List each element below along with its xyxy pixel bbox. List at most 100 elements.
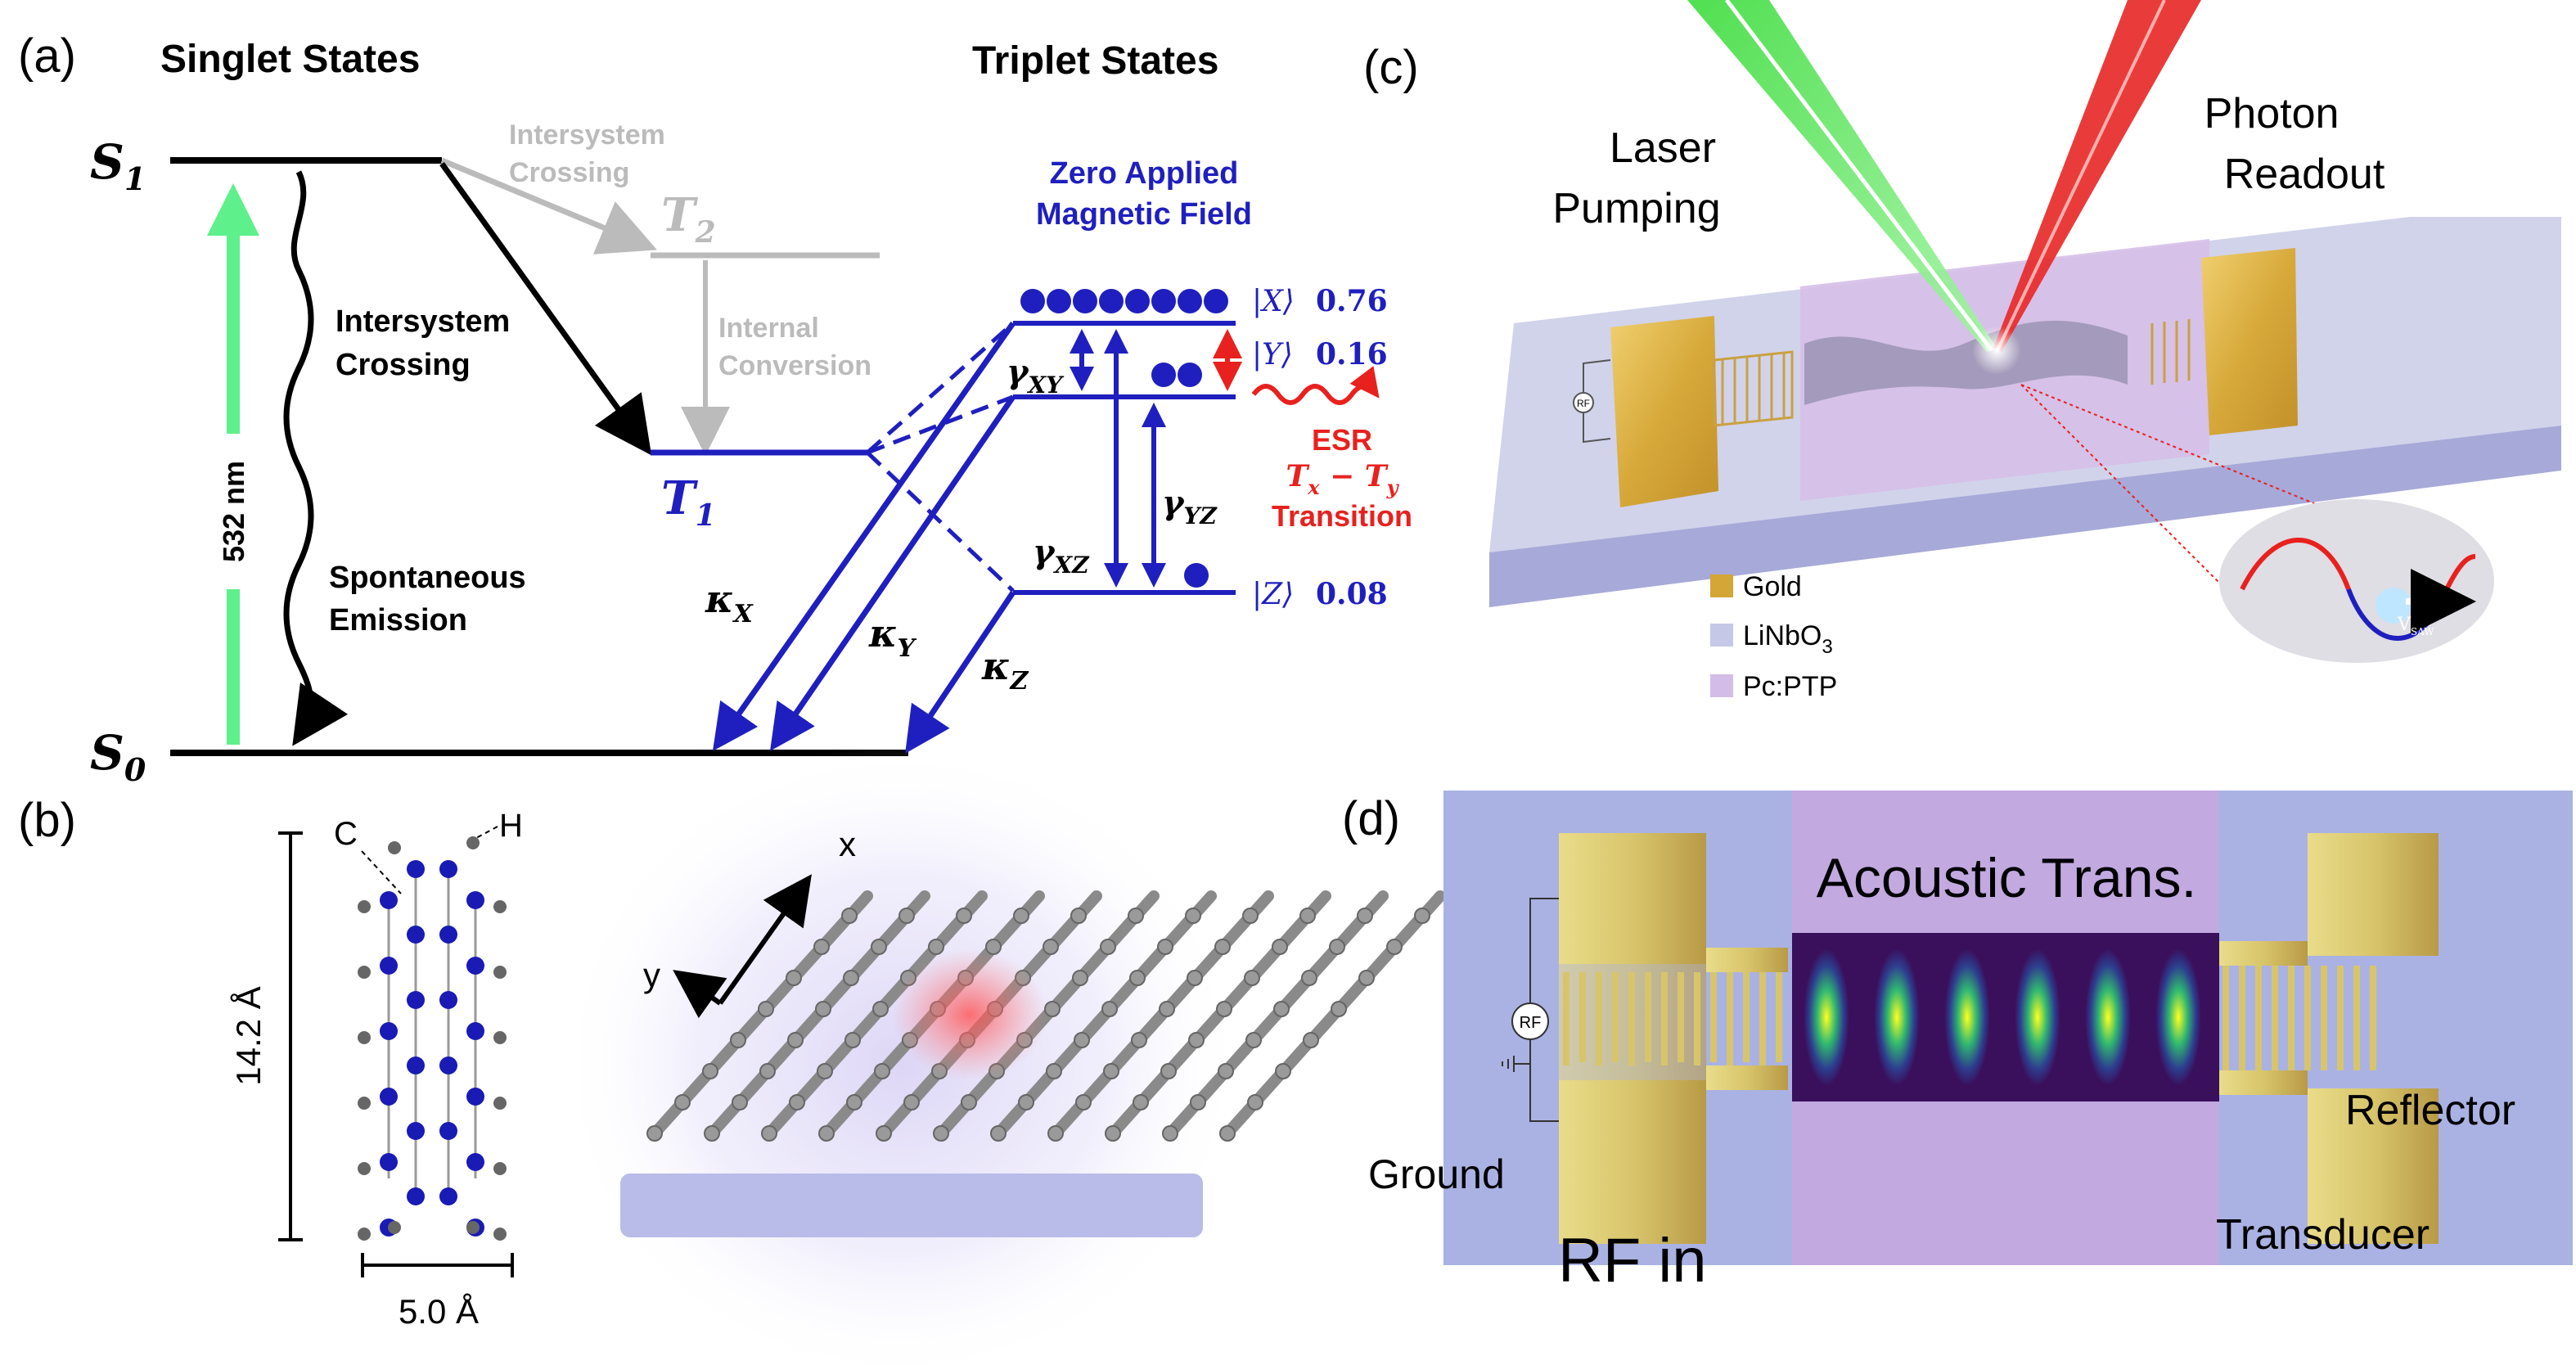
hydrogen-label: H xyxy=(499,808,523,844)
legend-label-pcptp: Pc:PTP xyxy=(1743,671,1837,702)
panel-d: (d) RF Acoustic Trans. Ground xyxy=(1342,791,2573,1295)
t2-label: T2 xyxy=(661,188,716,250)
substrate-front xyxy=(1489,426,2561,607)
vsaw-label: VSAW xyxy=(2397,615,2434,637)
panel-c: (c) RF xyxy=(1363,0,2561,702)
rf-source-label: RF xyxy=(1520,1014,1542,1032)
triplet-title: Triplet States xyxy=(972,39,1218,83)
t1-label: T1 xyxy=(661,471,716,533)
esr-wave-arrow xyxy=(1251,366,1380,405)
substrate-slab xyxy=(620,1174,1203,1237)
legend-swatch-gold xyxy=(1710,574,1733,597)
se-label-1: Spontaneous xyxy=(329,561,526,595)
legend-swatch-pcptp xyxy=(1710,674,1733,697)
wavelength-bg xyxy=(214,434,252,589)
right-bus-bottom xyxy=(2219,1070,2308,1095)
kappa-y-arrow xyxy=(770,395,1016,751)
x-axis-label: x xyxy=(839,825,856,863)
left-idt-lines xyxy=(1721,353,1786,424)
laser-label-2: Pumping xyxy=(1552,185,1720,232)
field-label-2: Magnetic Field xyxy=(1036,197,1252,232)
gamma-xy-label: γXY xyxy=(1007,353,1065,399)
right-idt-fingers xyxy=(2222,966,2376,1070)
right-bus-top xyxy=(2219,941,2308,966)
carbon-leader xyxy=(361,850,402,894)
zoom-line-1 xyxy=(2020,384,2222,586)
right-upper-pad xyxy=(2308,833,2439,956)
acoustic-cavity xyxy=(1792,933,2219,1101)
transducer-label: Transducer xyxy=(2216,1211,2430,1259)
laser-label-1: Laser xyxy=(1610,124,1716,172)
panel-d-label: (d) xyxy=(1342,792,1400,845)
legend-label-gold: Gold xyxy=(1743,571,1802,602)
gamma-yz-label: γYZ xyxy=(1162,484,1218,529)
kappa-x-arrow xyxy=(712,321,1016,751)
isc-label-1: Intersystem xyxy=(336,304,510,339)
focus-glow xyxy=(1972,326,2021,375)
carbon-label: C xyxy=(334,816,358,852)
zoom-line-2 xyxy=(2020,384,2325,508)
esr-label: ESR xyxy=(1312,423,1372,457)
mini-rf-label: RF xyxy=(1577,398,1590,409)
y-axis-arrow xyxy=(673,970,727,1019)
isc-upper-label-1: Intersystem xyxy=(509,119,665,151)
left-idt-fingers xyxy=(1563,972,1782,1065)
panel-a-label: (a) xyxy=(18,29,76,83)
isc-label-2: Crossing xyxy=(336,348,471,382)
right-idt-lines xyxy=(2150,319,2191,385)
green-laser-beam xyxy=(1687,0,1997,352)
singlet-title: Singlet States xyxy=(160,38,420,81)
y-axis-label: y xyxy=(643,956,660,994)
green-beam-core xyxy=(1725,0,1993,352)
x-axis-arrow xyxy=(718,874,812,1005)
se-label-2: Emission xyxy=(329,603,467,637)
state-z-value: 0.08 xyxy=(1316,577,1388,611)
rf-circuit xyxy=(1502,898,1559,1122)
t1-z-dashed xyxy=(866,451,1015,592)
t1-x-dashed xyxy=(866,322,1015,454)
spontaneous-emission-arrow xyxy=(283,170,349,746)
state-y-label: |Y⟩ xyxy=(1252,338,1293,372)
laser-spot xyxy=(892,949,1047,1080)
x-population-dots xyxy=(1020,289,1228,313)
red-beam-core xyxy=(1996,0,2166,351)
kappa-x-label: κX xyxy=(705,577,754,628)
gold-left-pad xyxy=(1610,316,1718,507)
right-lower-pad xyxy=(2308,1088,2439,1244)
gamma-xz-label: γXZ xyxy=(1033,533,1090,579)
kappa-z-label: κZ xyxy=(981,644,1029,696)
legend: Gold LiNbO3 Pc:PTP xyxy=(1710,571,1837,702)
isc-to-t2-arrow xyxy=(440,157,657,255)
mini-rf-circuit xyxy=(1573,359,1611,444)
panel-b-label: (b) xyxy=(18,794,76,847)
state-z-label: |Z⟩ xyxy=(1252,578,1294,611)
isc-to-t1-arrow xyxy=(439,161,652,456)
left-bus-bottom xyxy=(1706,1065,1788,1090)
state-x-value: 0.76 xyxy=(1316,284,1388,318)
ic-label-2: Conversion xyxy=(718,350,871,381)
left-upper-pad xyxy=(1559,833,1706,964)
saw-wave-red xyxy=(2240,538,2351,591)
length-label: 14.2 Å xyxy=(229,986,268,1085)
s0-label: S0 xyxy=(90,725,146,788)
transition-label: Transition xyxy=(1272,499,1412,533)
photon-label-1: Photon xyxy=(2204,90,2340,137)
kappa-y-label: κY xyxy=(868,611,916,663)
field-label-1: Zero Applied xyxy=(1050,156,1239,191)
tx-ty-label: Tx − Ty xyxy=(1286,459,1399,499)
wavelength-label: 532 nm xyxy=(217,461,250,562)
s1-label: S1 xyxy=(90,134,146,197)
photon-label-2: Readout xyxy=(2224,151,2385,198)
standing-wave-spots xyxy=(1804,948,2201,1086)
exciton-drop xyxy=(2376,588,2412,624)
left-bus-top xyxy=(1706,948,1788,972)
isc-upper-label-2: Crossing xyxy=(509,157,629,188)
gold-left-fingers xyxy=(1713,350,1794,427)
acoustic-label: Acoustic Trans. xyxy=(1817,847,2197,909)
reflector-label: Reflector xyxy=(2345,1087,2515,1134)
width-label: 5.0 Å xyxy=(399,1292,479,1331)
panel-b: (b) C H 14.2 Å 5.0 Å x y xyxy=(18,745,1446,1365)
legend-swatch-linbo3 xyxy=(1710,624,1733,646)
gold-right-pad xyxy=(2201,248,2298,435)
